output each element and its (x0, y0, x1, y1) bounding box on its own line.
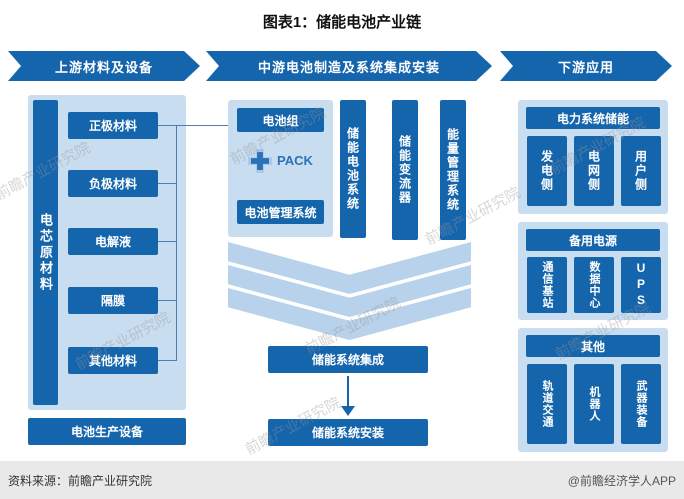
credit-note: @前瞻经济学人APP (567, 473, 676, 488)
banner-upstream: 上游材料及设备 (8, 51, 200, 81)
battery-pack-box: 电池组 (237, 108, 324, 132)
down-arrow-icon (341, 406, 355, 416)
system-integration-box: 储能系统集成 (268, 346, 428, 373)
other-materials-box: 其他材料 (68, 347, 158, 374)
anode-material-box: 负极材料 (68, 170, 158, 197)
cell-raw-materials-label: 电芯原材料 (33, 100, 58, 405)
grid-side-box: 电网侧 (574, 136, 614, 206)
system-installation-box: 储能系统安装 (268, 419, 428, 446)
storage-converter-bar: 储能变流器 (392, 100, 418, 240)
electrolyte-box: 电解液 (68, 228, 158, 255)
backup-power-header: 备用电源 (526, 229, 660, 251)
weapons-equipment-box: 武器装备 (621, 364, 661, 444)
pack-label: PACK (277, 153, 313, 168)
connector-line (158, 360, 176, 361)
footer-bar (0, 461, 684, 499)
connector-line-vertical (176, 125, 177, 361)
separator-box: 隔膜 (68, 287, 158, 314)
connector-line (158, 241, 176, 242)
connector-line (158, 125, 228, 126)
rail-transit-box: 轨道交通 (527, 364, 567, 444)
ups-box: UPS (621, 257, 661, 313)
battery-management-system-box: 电池管理系统 (237, 200, 324, 224)
user-side-box: 用户侧 (621, 136, 661, 206)
generation-side-box: 发电侧 (527, 136, 567, 206)
other-header: 其他 (526, 335, 660, 357)
connector-line (158, 300, 176, 301)
banner-midstream: 中游电池制造及系统集成安装 (206, 51, 492, 81)
energy-management-system-bar: 能量管理系统 (440, 100, 466, 240)
robot-box: 机器人 (574, 364, 614, 444)
battery-production-equipment-box: 电池生产设备 (28, 418, 186, 445)
data-center-box: 数据中心 (574, 257, 614, 313)
watermark: 前瞻产业研究院 (422, 184, 524, 249)
banner-downstream: 下游应用 (500, 51, 672, 81)
page-title: 图表1：储能电池产业链 (262, 14, 422, 31)
telecom-base-station-box: 通信基站 (527, 257, 567, 313)
power-storage-header: 电力系统储能 (526, 107, 660, 129)
source-note: 资料来源：前瞻产业研究院 (8, 473, 153, 488)
storage-battery-system-bar: 储能电池系统 (340, 100, 366, 238)
connector-line (158, 183, 176, 184)
down-arrow-line (347, 376, 349, 408)
cathode-material-box: 正极材料 (68, 112, 158, 139)
